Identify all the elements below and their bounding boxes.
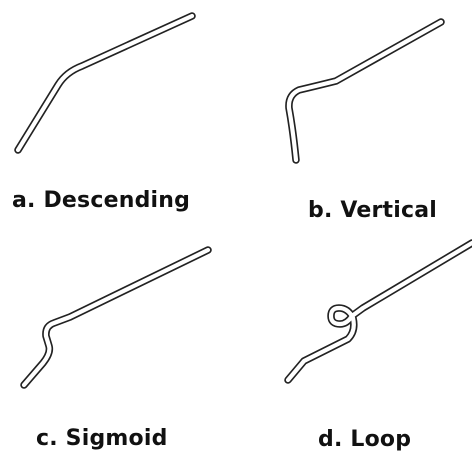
panel-sigmoid: c. Sigmoid [0,228,236,457]
caption-loop: d. Loop [318,427,411,452]
panel-vertical: b. Vertical [236,0,472,228]
caption-sigmoid: c. Sigmoid [36,426,168,451]
vertical-wire-shape [236,0,472,228]
panel-descending: a. Descending [0,0,236,228]
loop-wire-shape [236,228,472,457]
panel-loop: d. Loop [236,228,472,457]
caption-descending: a. Descending [12,188,190,213]
caption-vertical: b. Vertical [308,198,437,223]
sigmoid-wire-shape [0,228,236,457]
